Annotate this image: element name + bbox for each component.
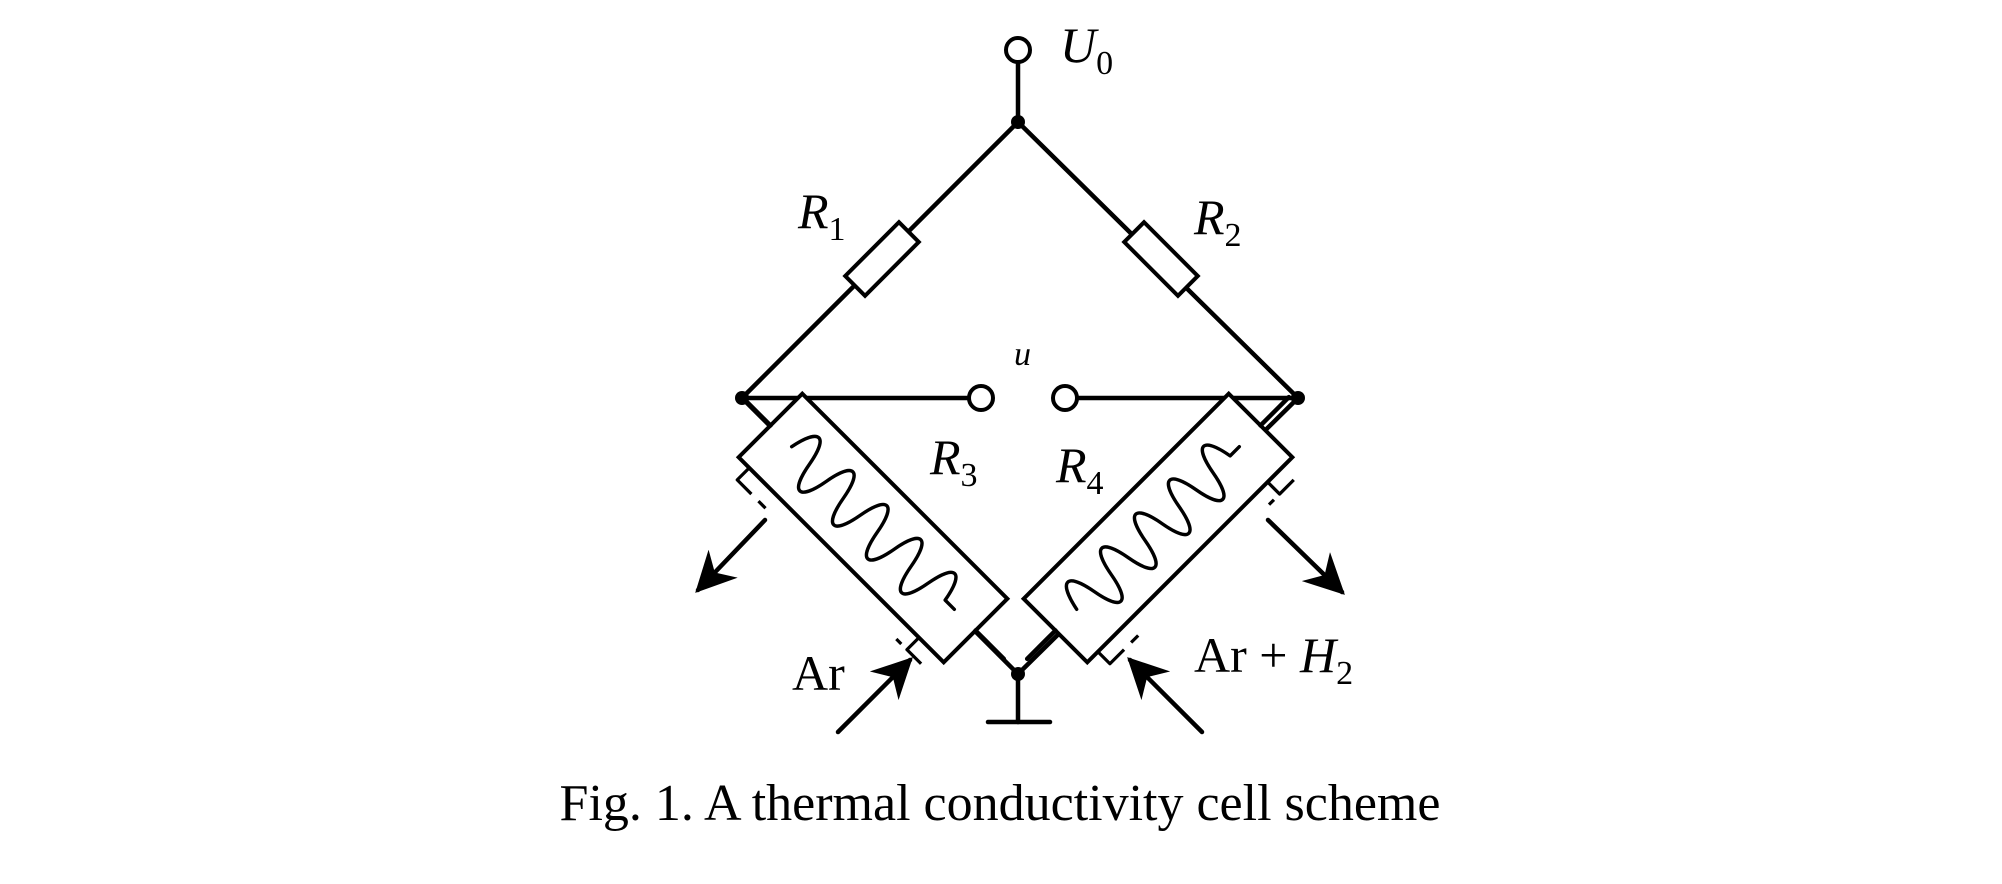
left-outlet-arrow (695, 517, 768, 593)
label-gas-right: Ar + H2 (1194, 627, 1353, 692)
node-left (735, 391, 749, 405)
sensing-cell-r4 (1020, 390, 1296, 666)
label-r1: R1 (797, 183, 846, 248)
label-gas-left: Ar (792, 645, 845, 701)
node-right (1291, 391, 1305, 405)
heating-coil-r3 (789, 434, 958, 612)
resistor-r2 (1121, 219, 1201, 299)
sensing-cell-r3 (735, 390, 1011, 666)
label-u-output: u (1014, 336, 1031, 373)
label-r2: R2 (1193, 189, 1242, 254)
node-bottom (1011, 667, 1025, 681)
right-inlet-arrow (1127, 657, 1205, 735)
left-inlet-arrow (835, 657, 913, 735)
node-top (1011, 115, 1025, 129)
output-terminal-left (967, 384, 995, 412)
label-r3: R3 (929, 429, 978, 494)
figure-caption: Fig. 1. A thermal conductivity cell sche… (560, 775, 1441, 832)
label-r4: R4 (1055, 437, 1104, 502)
right-outlet-arrow (1265, 517, 1345, 595)
heating-coil-r4 (1064, 443, 1242, 612)
supply-terminal (1004, 36, 1032, 64)
resistor-r1 (842, 219, 922, 299)
output-terminal-right (1051, 384, 1079, 412)
label-u0: U0 (1060, 17, 1113, 82)
